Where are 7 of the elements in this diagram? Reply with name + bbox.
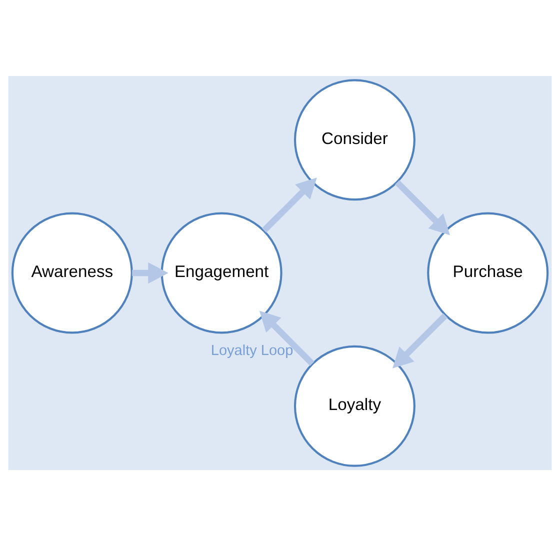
edge-label: Loyalty Loop — [210, 343, 294, 360]
arrow — [262, 178, 317, 233]
arrow — [259, 310, 314, 366]
arrow — [392, 313, 448, 368]
arrow — [395, 180, 450, 236]
arrow — [132, 262, 168, 284]
node-circle: Awareness — [11, 212, 133, 334]
